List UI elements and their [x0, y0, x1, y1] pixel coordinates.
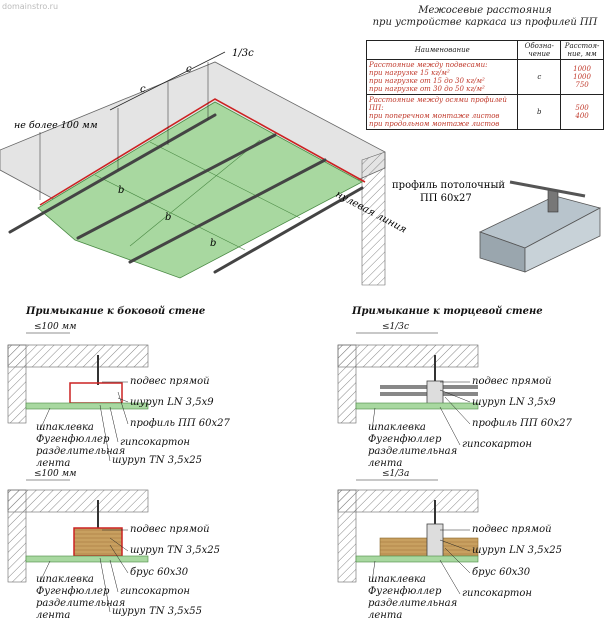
leaders-side-top: [39, 381, 129, 462]
profile-label-2: ПП 60х27: [420, 193, 472, 204]
end-top-left-label: разделительная: [368, 446, 458, 457]
row-values: 500 400: [560, 94, 604, 130]
end-bottom-label: брус 60х30: [472, 567, 531, 578]
end-top-left-label: шпаклевка: [368, 422, 426, 433]
row-name-line: при нагрузке от 30 до 50 кг/м²: [369, 85, 485, 93]
row-value: 1000: [573, 73, 591, 81]
row-name-line: при поперечном монтаже листов: [369, 112, 500, 120]
end-top-left-label: лента: [368, 458, 403, 469]
table-title-line2: при устройстве каркаса из профилей ПП: [372, 17, 598, 28]
watermark: domainstro.ru: [2, 2, 59, 11]
b-label: b: [210, 238, 216, 249]
end-top-detail: [337, 332, 479, 424]
row-name-line: Расстояние между осями профилей ПП:: [369, 96, 507, 112]
end-bottom-label: подвес прямой: [472, 524, 552, 535]
end-top-label: подвес прямой: [472, 376, 552, 387]
side-bottom-left-label: лента: [36, 610, 71, 621]
profile-detail-image: [478, 180, 602, 273]
row-name-line: Расстояние между подвесами:: [369, 61, 488, 69]
side-section-title: Примыкание к боковой стене: [26, 306, 206, 317]
side-top-label: подвес прямой: [130, 376, 210, 387]
side-bottom-left-label: шпаклевка: [36, 574, 94, 585]
end-top-left-label: Фугенфюллер: [368, 434, 442, 445]
row-value: 400: [575, 112, 589, 120]
end-bottom-left-label: шпаклевка: [368, 574, 426, 585]
board-seam: [94, 174, 246, 251]
profile-bar: [213, 186, 364, 274]
max-100-label: не более 100 мм: [14, 120, 98, 131]
side-top-label: шуруп TN 3,5х25: [112, 455, 202, 466]
side-top-left-label: Фугенфюллер: [36, 434, 110, 445]
row-name-line: при нагрузке 15 кг/м²: [369, 69, 450, 77]
side-bottom-left-label: Фугенфюллер: [36, 586, 110, 597]
row-value: 1000: [573, 65, 591, 73]
end-top-label: шуруп LN 3,5х9: [472, 397, 556, 408]
end-bottom-left-label: разделительная: [368, 598, 458, 609]
table-row: Расстояние между осями профилей ПП: при …: [365, 94, 604, 130]
side-bottom-label: подвес прямой: [130, 524, 210, 535]
end-dim-bottom: ≤1/3а: [382, 469, 410, 479]
leaders-side-bottom: [39, 529, 129, 613]
side-bottom-left-label: разделительная: [36, 598, 126, 609]
end-top-label: гипсокартон: [462, 439, 532, 450]
zero-line: [39, 98, 366, 206]
end-bottom-label: шуруп LN 3,5х25: [472, 545, 562, 556]
side-top-label: гипсокартон: [120, 437, 190, 448]
spacing-table: Наименование Обозна-чение Расстоя-ние, м…: [365, 40, 604, 130]
end-bottom-detail: [337, 479, 479, 583]
gypsum-board-plane: [37, 101, 363, 279]
end-section-title: Примыкание к торцевой стене: [352, 306, 543, 317]
side-top-left-label: лента: [36, 458, 71, 469]
row-name-line: при нагрузке от 15 до 30 кг/м²: [369, 77, 485, 85]
dim-c-label: c: [140, 84, 146, 95]
leaders-end-top: [371, 381, 471, 446]
row-name-cell: Расстояние между осями профилей ПП: при …: [365, 94, 519, 130]
dim-c-label: c: [186, 64, 192, 75]
side-bottom-label: брус 60х30: [130, 567, 189, 578]
end-bottom-left-label: лента: [368, 610, 403, 621]
side-dim-bottom: ≤100 мм: [34, 469, 77, 479]
dim-line-c: [109, 51, 226, 111]
row-value: 500: [575, 104, 589, 112]
end-bottom-left-label: Фугенфюллер: [368, 586, 442, 597]
side-dim-top: ≤100 мм: [34, 322, 77, 332]
side-bottom-detail: [7, 479, 149, 583]
side-top-left-label: шпаклевка: [36, 422, 94, 433]
profile-bar: [128, 158, 327, 264]
row-value: 750: [575, 81, 589, 89]
side-bottom-label: гипсокартон: [120, 586, 190, 597]
profile-bar: [76, 133, 277, 240]
end-dim-top: ≤1/3с: [382, 322, 410, 332]
table-title-line1: Межосевые расстояния: [418, 5, 552, 16]
end-top-label: профиль ПП 60х27: [472, 418, 572, 429]
side-top-label: профиль ПП 60х27: [130, 418, 230, 429]
side-top-label: шуруп LN 3,5х9: [130, 397, 214, 408]
side-top-detail: [7, 332, 149, 424]
end-bottom-label: гипсокартон: [462, 588, 532, 599]
table-title: Межосевые расстояния при устройстве карк…: [366, 5, 604, 29]
leaders-end-bottom: [371, 529, 471, 595]
dim-third-label: 1/3с: [232, 48, 254, 59]
b-label: b: [118, 185, 124, 196]
profile-label-1: профиль потолочный: [392, 180, 505, 191]
side-bottom-label: шуруп TN 3,5х55: [112, 606, 202, 617]
board-seam: [149, 141, 301, 219]
board-seam: [129, 139, 261, 247]
b-label: b: [165, 212, 171, 223]
row-name-line: при продольном монтаже листов: [369, 120, 500, 128]
side-top-left-label: разделительная: [36, 446, 126, 457]
side-bottom-label: шуруп TN 3,5х25: [130, 545, 220, 556]
side-wall: [361, 151, 386, 286]
profile-bar: [8, 113, 217, 234]
ceiling-profiles: [8, 113, 364, 274]
